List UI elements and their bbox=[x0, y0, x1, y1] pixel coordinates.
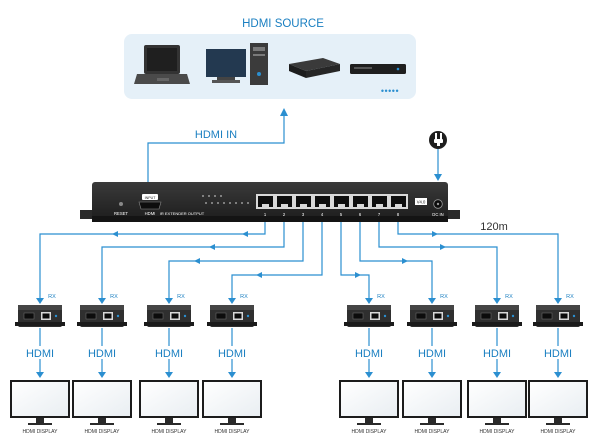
port-number: 6 bbox=[359, 212, 362, 217]
receiver-unit: RX HDMI HDMI DISPLAY bbox=[402, 294, 462, 435]
receiver-hdmi-port bbox=[152, 312, 164, 320]
laptop-icon bbox=[134, 45, 190, 84]
cable-distance-label: 120m bbox=[480, 221, 508, 233]
hdmi-display-monitor bbox=[72, 380, 132, 425]
reset-button[interactable] bbox=[119, 202, 123, 206]
rx-label: RX bbox=[505, 294, 513, 300]
hdmi-label: HDMI bbox=[155, 348, 183, 360]
blu-ray-player-icon bbox=[350, 64, 406, 74]
rx-label: RX bbox=[440, 294, 448, 300]
rj45-port-3 bbox=[294, 194, 313, 209]
hdmi-in-label: HDMI IN bbox=[195, 129, 237, 141]
hdmi-display-label: HDMI DISPLAY bbox=[415, 429, 451, 435]
hdmi-label: HDMI bbox=[88, 348, 116, 360]
receiver-unit: RX HDMI HDMI DISPLAY bbox=[72, 294, 132, 435]
rj45-port-8 bbox=[389, 194, 408, 209]
receiver-hdmi-port bbox=[23, 312, 35, 320]
receiver-body bbox=[18, 305, 62, 327]
hdmi-label: HDMI bbox=[355, 348, 383, 360]
hdmi-display-label: HDMI DISPLAY bbox=[541, 429, 577, 435]
hdmi-display-monitor bbox=[339, 380, 399, 425]
reset-label: RESET bbox=[114, 211, 128, 216]
receiver-unit: RX HDMI HDMI DISPLAY bbox=[139, 294, 199, 435]
receiver-body bbox=[410, 305, 454, 327]
ir-output-indicators bbox=[202, 195, 249, 204]
dc-in-label: DC IN bbox=[432, 212, 443, 217]
port-number: 8 bbox=[397, 212, 400, 217]
hdmi-display-monitor bbox=[402, 380, 462, 425]
hdmi-display-monitor bbox=[10, 380, 70, 425]
source-panel bbox=[124, 34, 416, 99]
receiver-body bbox=[210, 305, 254, 327]
hdmi-display-label: HDMI DISPLAY bbox=[152, 429, 188, 435]
port-number: 7 bbox=[378, 212, 381, 217]
hdmi-display-label: HDMI DISPLAY bbox=[215, 429, 251, 435]
receiver-hdmi-port bbox=[85, 312, 97, 320]
hdmi-display-label: HDMI DISPLAY bbox=[352, 429, 388, 435]
hdmi-port-label: HDMI bbox=[145, 211, 156, 216]
hdmi-extender-transmitter: RESET INPUT HDMI IR EXTENDER OUTPUT bbox=[80, 182, 460, 222]
hdmi-display-monitor bbox=[528, 380, 588, 425]
port-number: 2 bbox=[283, 212, 286, 217]
hdmi-label: HDMI bbox=[26, 348, 54, 360]
power-plug-icon bbox=[429, 131, 447, 149]
receiver-body bbox=[475, 305, 519, 327]
hdmi-display-label: HDMI DISPLAY bbox=[85, 429, 121, 435]
more-sources-indicator: ••••• bbox=[381, 86, 399, 96]
rj45-port-6 bbox=[351, 194, 370, 209]
version-badge: V4.0 bbox=[417, 200, 426, 205]
hdmi-label: HDMI bbox=[218, 348, 246, 360]
receiver-body bbox=[147, 305, 191, 327]
input-tag: INPUT bbox=[145, 196, 157, 200]
receiver-hdmi-port bbox=[415, 312, 427, 320]
hdmi-display-monitor bbox=[202, 380, 262, 425]
rx-label: RX bbox=[240, 294, 248, 300]
receiver-unit: RX HDMI HDMI DISPLAY bbox=[202, 294, 262, 435]
ir-extender-output-label: IR EXTENDER OUTPUT bbox=[160, 211, 205, 216]
hdmi-display-monitor bbox=[467, 380, 527, 425]
receiver-hdmi-port bbox=[541, 312, 553, 320]
hdmi-display-label: HDMI DISPLAY bbox=[23, 429, 59, 435]
rj45-port-5 bbox=[332, 194, 351, 209]
receiver-hdmi-port bbox=[352, 312, 364, 320]
port-number: 1 bbox=[264, 212, 267, 217]
media-box-icon bbox=[289, 58, 340, 78]
receiver-body bbox=[347, 305, 391, 327]
receiver-unit: RX HDMI HDMI DISPLAY bbox=[528, 294, 588, 435]
port-number: 5 bbox=[340, 212, 343, 217]
receiver-body bbox=[536, 305, 580, 327]
rx-label: RX bbox=[566, 294, 574, 300]
rx-label: RX bbox=[177, 294, 185, 300]
rj45-port-7 bbox=[370, 194, 389, 209]
receiver-unit: RX HDMI HDMI DISPLAY bbox=[339, 294, 399, 435]
rj45-port-4 bbox=[313, 194, 332, 209]
receiver-unit: RX HDMI HDMI DISPLAY bbox=[467, 294, 527, 435]
rx-label: RX bbox=[377, 294, 385, 300]
port-number: 4 bbox=[321, 212, 324, 217]
receiver-body bbox=[80, 305, 124, 327]
receiver-hdmi-port bbox=[215, 312, 227, 320]
rj45-port-1 bbox=[256, 194, 275, 209]
receiver-unit: RX HDMI HDMI DISPLAY bbox=[10, 294, 70, 435]
output-cables bbox=[36, 222, 562, 304]
port-number: 3 bbox=[302, 212, 305, 217]
hdmi-label: HDMI bbox=[418, 348, 446, 360]
receiver-hdmi-port bbox=[480, 312, 492, 320]
hdmi-display-monitor bbox=[139, 380, 199, 425]
hdmi-display-label: HDMI DISPLAY bbox=[480, 429, 516, 435]
rx-label: RX bbox=[48, 294, 56, 300]
hdmi-label: HDMI bbox=[483, 348, 511, 360]
rj45-port-2 bbox=[275, 194, 294, 209]
hdmi-label: HDMI bbox=[544, 348, 572, 360]
hdmi-input-port bbox=[138, 201, 162, 210]
rx-label: RX bbox=[110, 294, 118, 300]
desktop-pc-icon bbox=[206, 43, 268, 85]
source-title: HDMI SOURCE bbox=[242, 18, 324, 30]
